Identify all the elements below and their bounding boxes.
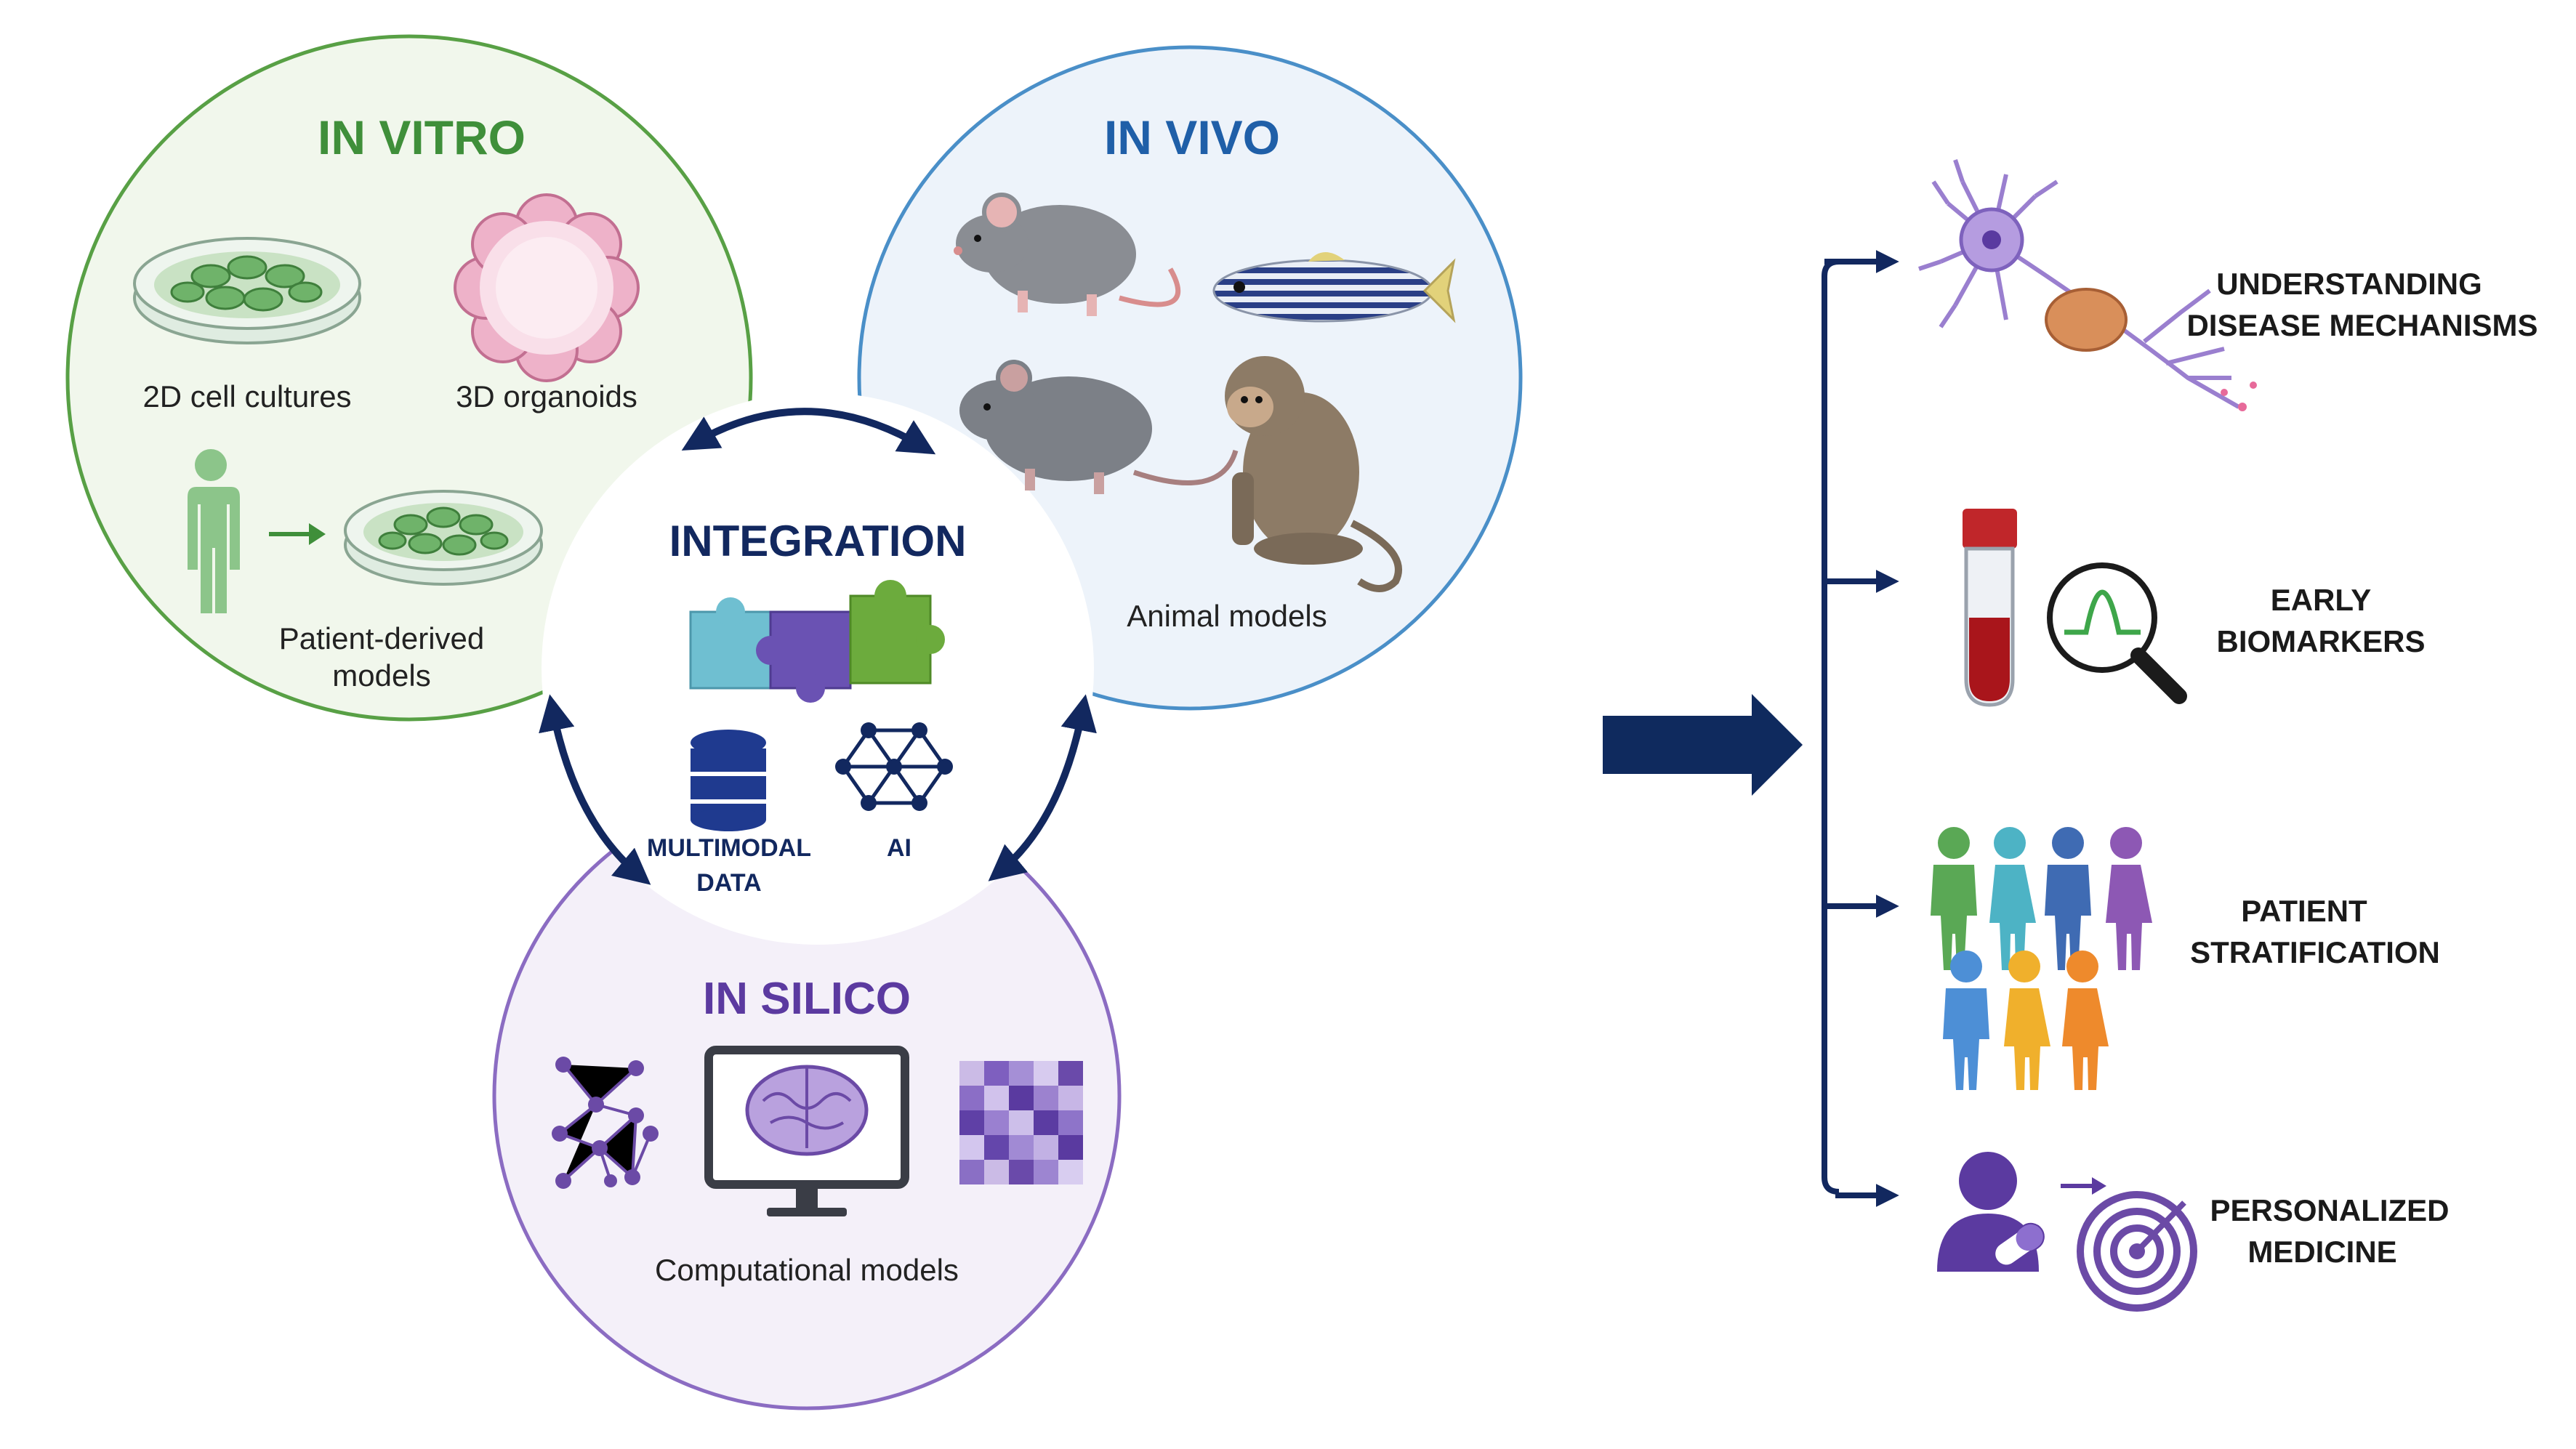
integration-title: INTEGRATION: [669, 517, 967, 565]
cell-cultures-label: 2D cell cultures: [142, 379, 351, 413]
multimodal-label-line1: MULTIMODAL: [647, 834, 811, 862]
arrow-vivo-silico: [988, 694, 1097, 881]
outcome-4-line1: PERSONALIZED: [2210, 1193, 2449, 1227]
network-graph-icon: [552, 1057, 659, 1189]
computational-models-label: Computational models: [655, 1253, 959, 1287]
puzzle-icon: [689, 580, 945, 703]
computer-brain-icon: [704, 1046, 909, 1216]
outcome-3-line1: PATIENT: [2241, 894, 2367, 928]
human-figure-icon: [188, 449, 240, 613]
petri-dish-icon: [133, 237, 361, 344]
animal-models-label: Animal models: [1127, 599, 1327, 633]
magnifier-icon: [2047, 562, 2187, 704]
brain-icon: [745, 1065, 869, 1156]
outcome-2-line1: EARLY: [2271, 583, 2372, 617]
in-vitro-title: IN VITRO: [318, 110, 526, 164]
ai-label: AI: [887, 834, 911, 862]
organoids-label: 3D organoids: [456, 379, 637, 413]
big-right-arrow: [1603, 694, 1803, 796]
patient-derived-label-line2: models: [332, 658, 430, 693]
patient-dish-icon: [344, 490, 543, 586]
arrow-vitro-silico: [539, 694, 651, 885]
outcome-1-line1: UNDERSTANDING: [2216, 267, 2482, 301]
multimodal-label-line2: DATA: [696, 869, 761, 897]
database-icon: [691, 730, 766, 831]
in-silico-title: IN SILICO: [703, 974, 911, 1024]
neuron-icon: [1918, 159, 2257, 411]
zebrafish-icon: [1212, 251, 1456, 323]
in-vivo-title: IN VIVO: [1104, 110, 1280, 164]
patient-derived-label-line1: Patient-derived: [279, 621, 485, 655]
blood-tube-icon: [1963, 509, 2017, 707]
organoid-icon: [454, 193, 640, 382]
person-pill-icon: [1937, 1152, 2045, 1272]
mouse-icon: [954, 193, 1180, 316]
outcome-1-line2: DISEASE MECHANISMS: [2186, 308, 2537, 342]
outcome-4-line2: MEDICINE: [2247, 1235, 2396, 1269]
heatmap-icon: [959, 1061, 1083, 1184]
rat-icon: [959, 360, 1239, 494]
outcome-2-line2: BIOMARKERS: [2216, 624, 2425, 658]
outcome-3-line2: STRATIFICATION: [2190, 935, 2440, 969]
small-arrow-icon: [2061, 1177, 2106, 1195]
outcome-branches: [1822, 250, 1899, 1207]
arrow-right-icon: [269, 523, 326, 545]
target-icon: [2077, 1191, 2197, 1312]
monkey-icon: [1225, 356, 1402, 592]
ai-network-icon: [835, 722, 953, 811]
people-group-icon: [1931, 827, 2152, 1090]
arrow-vitro-vivo: [681, 408, 936, 455]
